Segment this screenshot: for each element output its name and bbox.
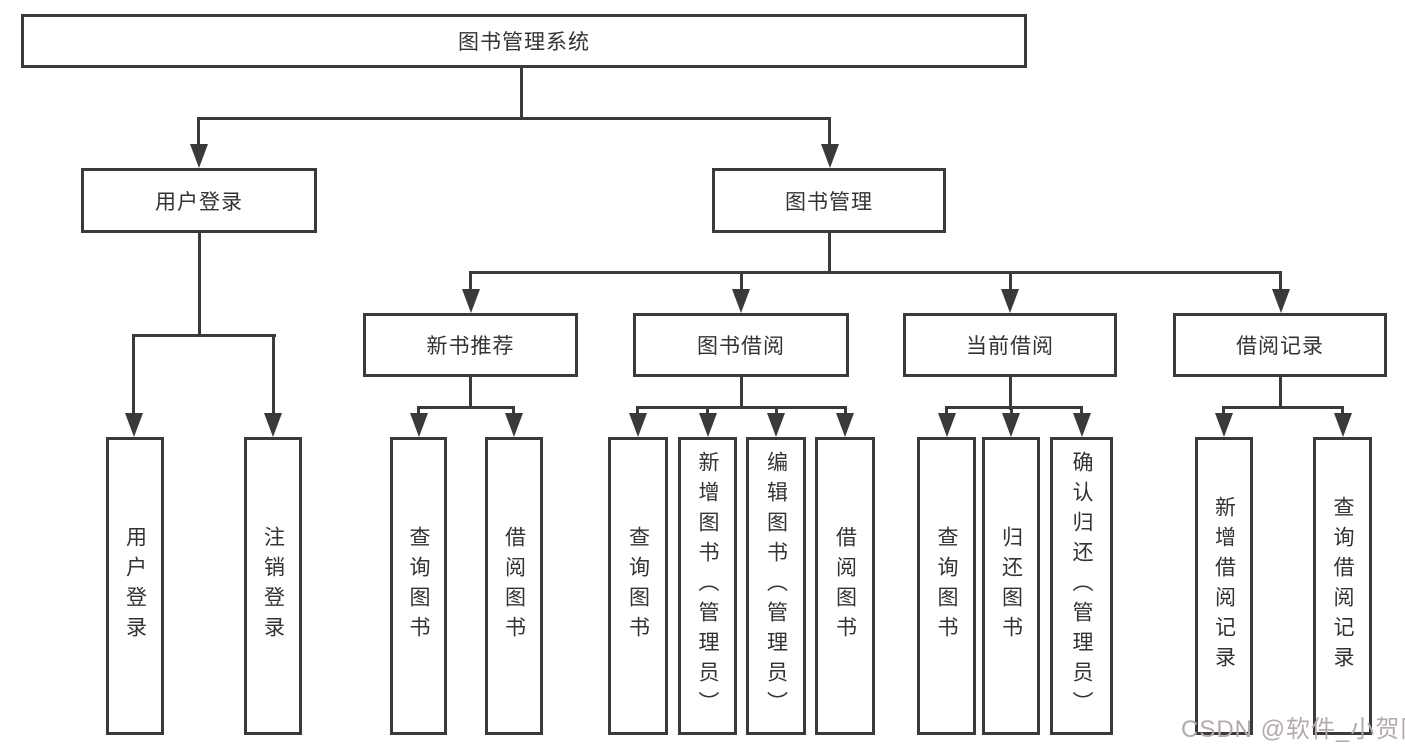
node-book-management-label: 图书管理: [785, 190, 873, 214]
connector-line: [1279, 375, 1282, 408]
connector-line: [1009, 271, 1012, 293]
connector-line: [945, 406, 948, 416]
arrow-down-icon: [1001, 289, 1019, 313]
node-new-book-recommend-label: 新书推荐: [426, 335, 515, 358]
leaf-query-books-recommend: 查询图书: [390, 437, 447, 735]
leaf-logout: 注销登录: [244, 437, 302, 735]
leaf-add-borrow-record-label: 新增借阅记录: [1212, 496, 1236, 676]
arrow-down-icon: [767, 413, 785, 437]
connector-line: [636, 406, 847, 409]
arrow-down-icon: [505, 413, 523, 437]
arrow-down-icon: [190, 144, 208, 168]
leaf-query-books-borrow: 查询图书: [608, 437, 668, 735]
connector-line: [1222, 406, 1344, 409]
node-root-label: 图书管理系统: [458, 31, 590, 54]
arrow-down-icon: [1272, 289, 1290, 313]
connector-line: [844, 406, 847, 416]
node-current-borrow: 当前借阅: [903, 313, 1117, 377]
arrow-down-icon: [1215, 413, 1233, 437]
leaf-confirm-return-admin: 确认归还（管理员）: [1050, 437, 1113, 735]
leaf-borrow-books-recommend: 借阅图书: [485, 437, 543, 735]
connector-line: [469, 271, 1282, 274]
leaf-borrow-books-recommend-label: 借阅图书: [502, 526, 526, 646]
node-book-borrow-label: 图书借阅: [697, 335, 785, 358]
arrow-down-icon: [264, 413, 282, 437]
leaf-query-books-current-label: 查询图书: [935, 526, 958, 646]
connector-line: [520, 66, 523, 120]
leaf-add-book-admin-label: 新增图书（管理员）: [696, 451, 719, 721]
csdn-watermark: CSDN @软件_小贺同学: [1181, 716, 1405, 743]
connector-line: [740, 375, 743, 408]
node-book-borrow: 图书借阅: [633, 313, 849, 377]
arrow-down-icon: [836, 413, 854, 437]
node-book-management: 图书管理: [712, 168, 946, 233]
connector-line: [132, 334, 276, 337]
arrow-down-icon: [821, 144, 839, 168]
connector-line: [1222, 406, 1225, 416]
leaf-borrow-books: 借阅图书: [815, 437, 875, 735]
leaf-confirm-return-admin-label: 确认归还（管理员）: [1070, 451, 1093, 721]
node-root: 图书管理系统: [21, 14, 1027, 68]
connector-line: [1279, 271, 1282, 293]
node-new-book-recommend: 新书推荐: [363, 313, 578, 377]
connector-line: [132, 334, 135, 416]
leaf-query-books-borrow-label: 查询图书: [626, 526, 650, 646]
leaf-edit-book-admin: 编辑图书（管理员）: [746, 437, 806, 735]
arrow-down-icon: [699, 413, 717, 437]
connector-line: [740, 271, 743, 293]
connector-line: [469, 271, 472, 293]
leaf-user-login: 用户登录: [106, 437, 164, 735]
arrow-down-icon: [462, 289, 480, 313]
connector-line: [417, 406, 515, 409]
leaf-query-borrow-record-label: 查询借阅记录: [1331, 496, 1354, 676]
arrow-down-icon: [1073, 413, 1091, 437]
arrow-down-icon: [732, 289, 750, 313]
arrow-down-icon: [410, 413, 428, 437]
leaf-add-borrow-record: 新增借阅记录: [1195, 437, 1253, 735]
leaf-user-login-label: 用户登录: [123, 526, 147, 646]
connector-line: [272, 334, 275, 416]
connector-line: [198, 230, 201, 336]
connector-line: [469, 375, 472, 408]
node-user-login: 用户登录: [81, 168, 317, 233]
connector-line: [512, 406, 515, 416]
connector-line: [1080, 406, 1083, 416]
connector-line: [1010, 406, 1013, 416]
connector-line: [945, 406, 1083, 409]
node-borrow-records: 借阅记录: [1173, 313, 1387, 377]
leaf-return-books-label: 归还图书: [999, 526, 1023, 646]
connector-line: [1341, 406, 1344, 416]
connector-line: [197, 117, 831, 120]
leaf-query-books-current: 查询图书: [917, 437, 976, 735]
connector-line: [636, 406, 639, 416]
leaf-add-book-admin: 新增图书（管理员）: [678, 437, 737, 735]
leaf-query-books-recommend-label: 查询图书: [407, 526, 430, 646]
node-borrow-records-label: 借阅记录: [1236, 335, 1324, 358]
connector-line: [706, 406, 709, 416]
arrow-down-icon: [125, 413, 143, 437]
arrow-down-icon: [938, 413, 956, 437]
node-current-borrow-label: 当前借阅: [966, 335, 1054, 358]
connector-line: [828, 230, 831, 274]
connector-line: [1009, 375, 1012, 410]
connector-line: [417, 406, 420, 416]
arrow-down-icon: [1002, 413, 1020, 437]
arrow-down-icon: [629, 413, 647, 437]
node-user-login-label: 用户登录: [155, 190, 243, 214]
connector-line: [197, 117, 200, 147]
connector-line: [828, 117, 831, 147]
leaf-return-books: 归还图书: [982, 437, 1040, 735]
leaf-edit-book-admin-label: 编辑图书（管理员）: [764, 451, 788, 721]
leaf-logout-label: 注销登录: [261, 526, 285, 646]
connector-line: [775, 406, 778, 416]
leaf-query-borrow-record: 查询借阅记录: [1313, 437, 1372, 735]
leaf-borrow-books-label: 借阅图书: [833, 526, 857, 646]
arrow-down-icon: [1334, 413, 1352, 437]
